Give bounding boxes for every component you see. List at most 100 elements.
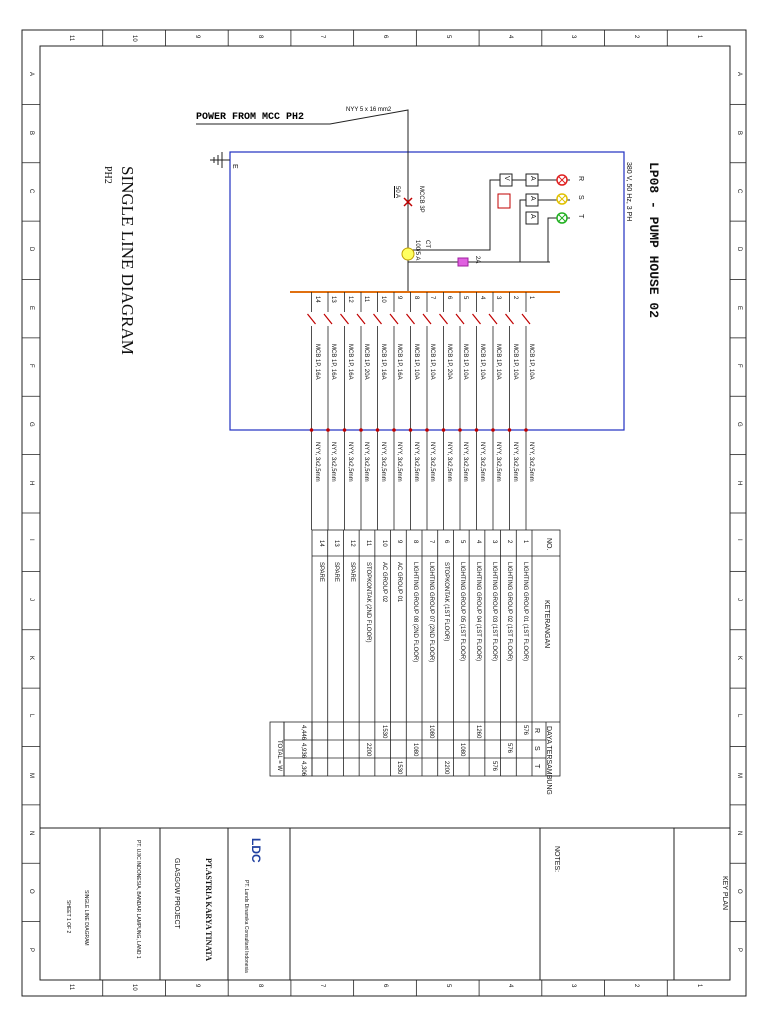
circuit-exit-dot-6 — [441, 428, 446, 432]
border-letter-left-l: L — [28, 714, 34, 718]
load-table-total-r: 4,446 — [300, 725, 306, 741]
load-table-row-r-4: 1260 — [474, 725, 481, 739]
circuit-cable-label-4: NYY, 3x2,5mm — [478, 442, 485, 482]
border-number-top-9: 9 — [193, 35, 200, 39]
circuit-number-10: 10 — [379, 296, 386, 303]
circuit-mcb-label-14: MCB 1P, 16A — [313, 344, 320, 380]
load-table-row-s-8: 1080 — [412, 743, 418, 757]
circuit-exit-dot-11 — [359, 428, 363, 432]
circuit-mcb-symbol-2 — [505, 313, 514, 325]
border-letter-left-g: G — [28, 422, 34, 428]
circuit-mcb-label-2: MCB 1P, 10A — [511, 344, 518, 380]
load-table-header-power: DAYA TERSAMBUNG — [545, 726, 552, 795]
load-table-row-desc-10: AC GROUP 02 — [380, 562, 387, 603]
circuit-mcb-symbol-1 — [521, 313, 531, 325]
load-table-row-no-2: 2 — [506, 540, 513, 544]
border-number-bottom-1: 1 — [695, 984, 702, 988]
load-table-total-s: 4,936 — [300, 743, 306, 759]
circuit-exit-dot-9 — [392, 428, 396, 432]
border-letter-right-k: K — [736, 655, 742, 660]
load-table-row-no-9: 9 — [396, 540, 403, 544]
circuit-mcb-symbol-14 — [307, 313, 316, 325]
load-table-row-t-3: 576 — [490, 761, 497, 772]
border-letter-right-e: E — [736, 305, 742, 310]
circuit-number-11: 11 — [363, 296, 369, 303]
border-number-bottom-8: 8 — [256, 984, 263, 988]
border-number-top-5: 5 — [444, 35, 451, 39]
circuit-mcb-symbol-6 — [439, 313, 448, 325]
load-table-row-desc-14: SPARE — [317, 562, 324, 582]
circuit-cable-label-11: NYY, 3x2,5mm — [363, 442, 369, 482]
load-table-row-no-12: 12 — [349, 540, 356, 547]
load-table-total-label-box — [269, 721, 285, 777]
circuit-mcb-label-4: MCB 1P, 10A — [478, 344, 485, 380]
border-letter-right-a: A — [736, 72, 742, 77]
load-table-row-no-11: 11 — [364, 540, 371, 547]
lamp-r-label: R — [577, 176, 584, 182]
lamp-t-label: T — [577, 214, 584, 219]
border-number-top-4: 4 — [507, 35, 514, 39]
mccb-rating: 50 A — [394, 186, 400, 199]
border-number-top-8: 8 — [256, 35, 263, 39]
project-location: PT. UJIC INDONESIA, BANDAR LAMPUNG, LAND… — [135, 840, 141, 959]
ammeter-t-box — [525, 211, 539, 225]
load-table-total-t: 4,306 — [300, 761, 306, 777]
border-number-bottom-7: 7 — [319, 984, 326, 988]
border-letter-left-f: F — [28, 364, 34, 368]
ct-label: CT — [424, 240, 430, 248]
ammeter-s-label: A — [529, 196, 536, 201]
incoming-label: POWER FROM MCC PH2 — [196, 112, 305, 123]
load-table-total-label: TOTAL = W — [276, 740, 282, 772]
circuit-exit-dot-14 — [309, 428, 314, 432]
circuit-number-1: 1 — [528, 296, 534, 300]
load-table-row-desc-11: STOPKONTAK (2ND FLOOR) — [364, 562, 371, 643]
load-table-row-no-1: 1 — [522, 540, 528, 544]
circuit-cable-label-3: NYY, 3x2,5mm — [495, 442, 501, 482]
circuit-mcb-label-5: MCB 1P, 10A — [462, 344, 468, 380]
circuit-mcb-label-8: MCB 1P, 10A — [412, 344, 419, 380]
border-letter-right-d: D — [736, 247, 742, 252]
load-table-phase-header-r: R — [533, 728, 540, 734]
border-letter-left-h: H — [28, 480, 34, 486]
circuit-exit-dot-12 — [342, 428, 347, 432]
circuit-exit-dot-13 — [326, 428, 330, 432]
circuit-number-12: 12 — [346, 296, 353, 303]
circuit-number-5: 5 — [462, 296, 468, 300]
border-number-bottom-10: 10 — [131, 984, 138, 991]
circuit-number-6: 6 — [445, 296, 452, 300]
load-table-row-desc-4: LIGHTING GROUP 04 (1ST FLOOR) — [474, 562, 481, 662]
ammeter-r-label: A — [529, 176, 536, 181]
circuit-mcb-symbol-5 — [455, 313, 465, 325]
load-table-row-s-2: 576 — [506, 743, 513, 754]
circuit-mcb-symbol-8 — [406, 313, 415, 325]
circuit-mcb-label-10: MCB 1P, 16A — [379, 344, 386, 380]
circuit-exit-dot-7 — [425, 428, 429, 432]
border-letter-right-l: L — [736, 714, 742, 718]
load-table-row-s-11: 2200 — [364, 743, 371, 757]
border-letter-left-b: B — [28, 130, 34, 135]
border-number-bottom-11: 11 — [68, 984, 75, 991]
circuit-cable-label-9: NYY, 3x2,5mm — [396, 442, 402, 482]
border-number-top-10: 10 — [131, 35, 138, 42]
load-table-row-no-10: 10 — [380, 540, 387, 547]
circuit-mcb-label-3: MCB 1P, 10A — [495, 344, 501, 380]
circuit-number-4: 4 — [478, 296, 485, 300]
circuit-mcb-label-1: MCB 1P, 10A — [528, 344, 534, 380]
load-table-row-no-8: 8 — [412, 540, 418, 544]
load-table-row-s-5: 1080 — [459, 743, 466, 757]
circuit-mcb-symbol-10 — [373, 313, 382, 325]
ammeter-t-label: A — [529, 214, 536, 219]
border-letter-right-o: O — [736, 889, 742, 895]
load-table-row-desc-8: LIGHTING GROUP 08 (2ND FLOOR) — [412, 562, 418, 663]
phase-lamp-cross — [557, 175, 567, 185]
border-letter-left-j: J — [28, 597, 34, 601]
circuit-cable-label-1: NYY, 3x2,5mm — [528, 442, 534, 482]
load-table-phase-header-t: T — [533, 764, 540, 769]
load-table-row-no-7: 7 — [427, 540, 434, 544]
circuit-mcb-symbol-12 — [340, 313, 349, 325]
load-table-totals-box — [283, 721, 313, 777]
fuse-symbol — [457, 257, 469, 267]
notes-label: NOTES: — [553, 846, 560, 873]
circuit-exit-dot-3 — [491, 428, 495, 432]
